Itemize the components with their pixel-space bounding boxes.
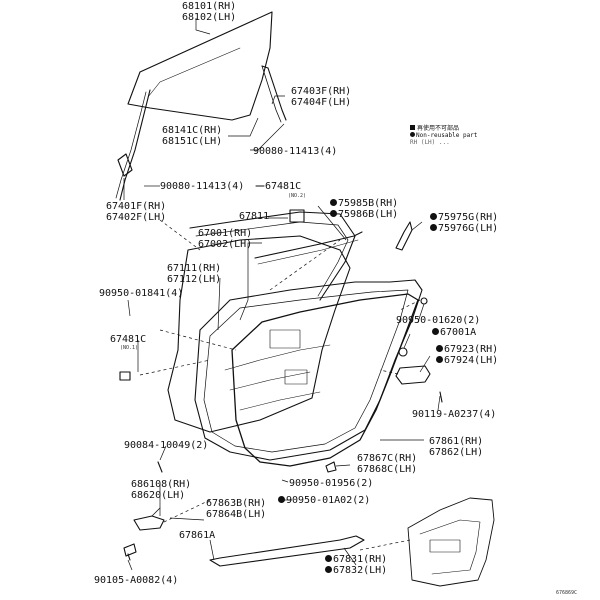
run-channel-shape [267, 67, 287, 121]
label-seal-67863: 67863B(RH)67864B(LH) [206, 498, 267, 520]
label-frame-bracket: 67401F(RH)67402F(LH) [106, 201, 167, 223]
molding-strip [395, 221, 413, 251]
part-67811-block [289, 209, 305, 223]
trim-panel [407, 497, 495, 587]
non-reusable-dot-icon [430, 224, 437, 231]
door-glass-shape [127, 11, 273, 121]
label-bolt-90080-b: 90080-11413(4) [160, 181, 245, 192]
lower-seal-strip [209, 535, 365, 567]
label-glass: 68101(RH)68102(LH) [182, 1, 237, 23]
non-reusable-dot-icon [430, 213, 437, 220]
label-run-channel: 67403F(RH)67404F(LH) [291, 86, 352, 108]
label-clip-67481c-top-note: (NO.2) [288, 193, 307, 199]
label-bolt-90084: 90084-10049(2) [124, 440, 209, 451]
label-molding-75975: 75975G(RH) 75976G(LH) [430, 212, 498, 234]
label-bolt-90119: 90119-A0237(4) [412, 409, 497, 420]
non-reusable-dot-icon [432, 328, 439, 335]
door-handle [395, 365, 431, 385]
diagram-code: 676869C [556, 590, 578, 596]
label-weatherstrip-67867: 67867C(RH)67868C(LH) [357, 453, 418, 475]
label-part-67861a: 67861A [179, 530, 216, 541]
non-reusable-dot-icon [330, 199, 337, 206]
non-reusable-dot-icon [436, 356, 443, 363]
legend-square-icon [410, 125, 415, 130]
label-bolt-90080-a: 90080-11413(4) [253, 146, 338, 157]
label-panel-67111: 67111(RH)67112(LH) [167, 263, 222, 285]
label-plug-90950-01620: 90950-01620(2) [396, 315, 481, 326]
label-plug-90950-01956: 90950-01956(2) [289, 478, 374, 489]
door-weatherstrip-ring [231, 293, 419, 467]
label-regulator: 68141C(RH)68151C(LH) [162, 125, 223, 147]
label-bolt-90105: 90105-A0082(4) [94, 575, 179, 586]
label-clip-67481c-top: 67481C [265, 181, 302, 192]
non-reusable-dot-icon [436, 345, 443, 352]
door-checker [133, 515, 165, 531]
label-weatherstrip-67861: 67861(RH)67862(LH) [429, 436, 484, 458]
label-clip-67481c-left-note: (NO.1) [120, 345, 139, 351]
frame-bracket [117, 153, 133, 177]
label-handle-67923: 67923(RH) 67924(LH) [436, 344, 498, 366]
window-frame-rail [119, 89, 151, 201]
door-sash [189, 211, 356, 301]
label-checker-68610: 686108(RH)68620(LH) [131, 479, 192, 501]
label-clip-67481c-left: 67481C [110, 334, 147, 345]
outer-door-panel [167, 235, 351, 433]
label-trim-67831: 67831(RH) 67832(LH) [325, 554, 387, 576]
non-reusable-dot-icon [410, 132, 415, 137]
label-part-67001a: 67001A [432, 327, 476, 338]
weatherstrip-top [254, 231, 363, 259]
legend: 再使用不可部品 Non-reusable part RH (LH) ... [410, 125, 478, 146]
label-weatherstrip-75985: 75985B(RH) 75986B(LH) [330, 198, 398, 220]
label-plug-90950-01a02: 90950-01A02(2) [278, 495, 370, 506]
label-panel-67001: 67001(RH)67002(LH) [198, 228, 253, 250]
non-reusable-dot-icon [278, 496, 285, 503]
inner-door-panel [194, 279, 423, 461]
non-reusable-dot-icon [325, 555, 332, 562]
label-part-67811: 67811 [239, 211, 270, 222]
non-reusable-dot-icon [325, 566, 332, 573]
label-plug-90950-01841: 90950-01841(4) [99, 288, 184, 299]
non-reusable-dot-icon [330, 210, 337, 217]
